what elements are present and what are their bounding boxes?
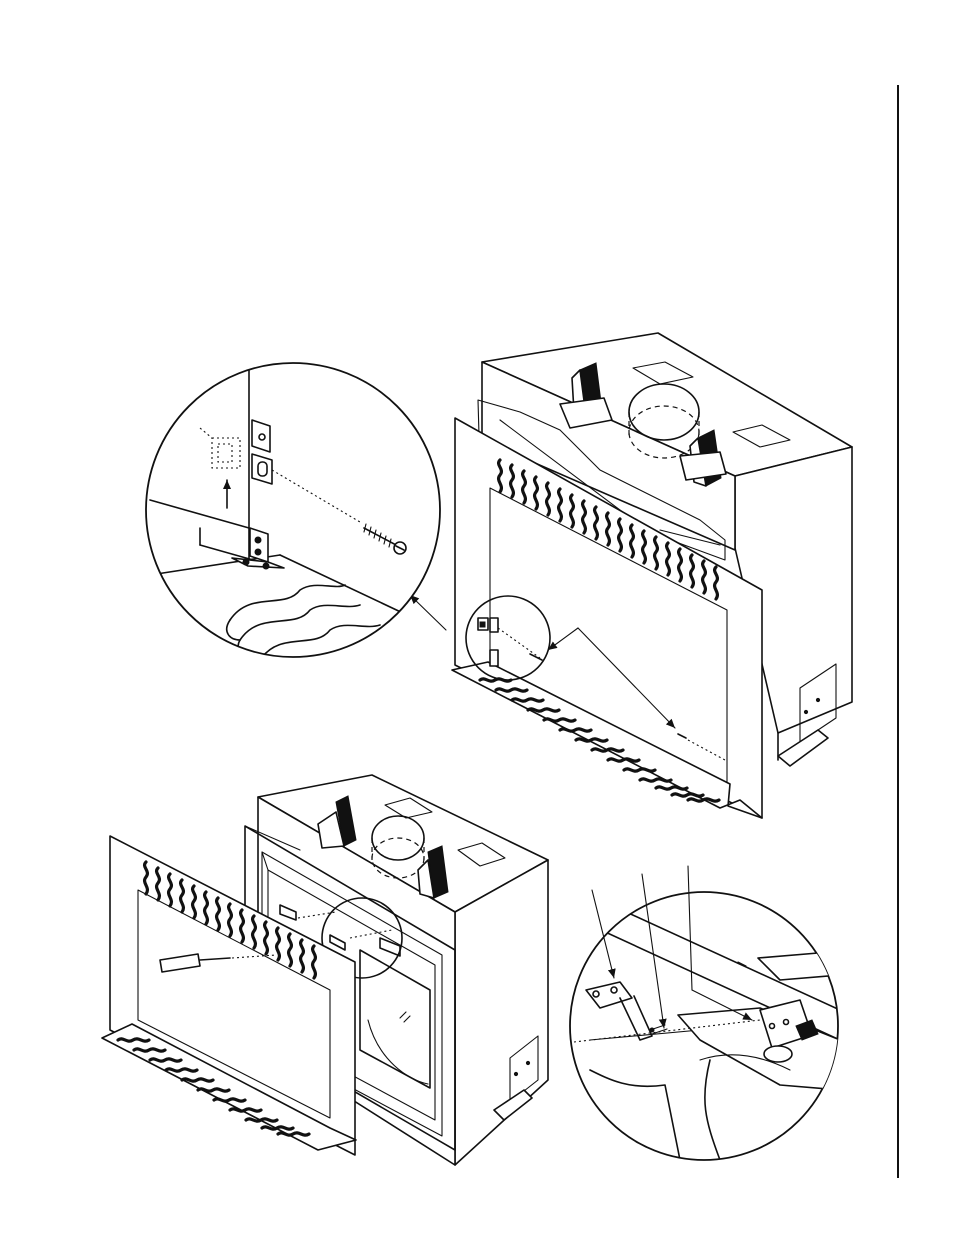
fireplace-bottom [102,775,548,1165]
detail-circle-bracket [146,360,460,660]
detail-circle-latch [570,866,840,1160]
fireplace-top [410,333,852,818]
